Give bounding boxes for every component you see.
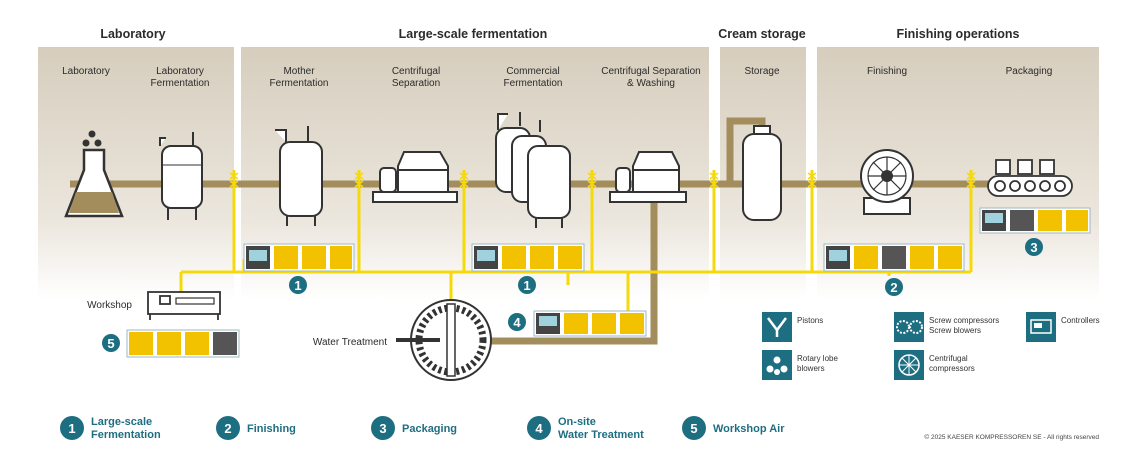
svg-text:1: 1 bbox=[523, 278, 530, 293]
packaging-line-icon bbox=[987, 159, 1073, 197]
legend-rotary-2: blowers bbox=[797, 364, 825, 373]
mother-fermenter-icon bbox=[275, 126, 323, 226]
equipment-group-1a bbox=[243, 243, 355, 272]
stage-packaging: Packaging bbox=[1006, 66, 1053, 77]
svg-text:4: 4 bbox=[535, 421, 543, 436]
centrifuge-separator-icon bbox=[372, 151, 458, 203]
svg-text:3: 3 bbox=[379, 421, 386, 436]
stage-centwash-1: Centrifugal Separation bbox=[601, 66, 701, 77]
workshop-bench-icon bbox=[147, 291, 221, 320]
legend-centrifugal-1: Centrifugal bbox=[929, 354, 968, 363]
stage-storage: Storage bbox=[744, 66, 779, 77]
commercial-fermenter-icon bbox=[495, 112, 571, 228]
svg-text:4: 4 bbox=[513, 315, 521, 330]
legend: Pistons Screw compressors Screw blowers … bbox=[762, 312, 1100, 380]
marker-2: 2 bbox=[885, 278, 903, 296]
stage-centsep-1: Centrifugal bbox=[392, 66, 440, 77]
stage-lab-ferm-2: Fermentation bbox=[151, 78, 210, 89]
stage-commercial-1: Commercial bbox=[506, 66, 559, 77]
svg-text:Large-scale: Large-scale bbox=[91, 416, 152, 428]
stage-lab: Laboratory bbox=[62, 66, 110, 77]
legend-rotary-1: Rotary lobe bbox=[797, 354, 838, 363]
legend-controllers: Controllers bbox=[1061, 316, 1100, 325]
marker-1b: 1 bbox=[518, 276, 536, 294]
header-large-scale: Large-scale fermentation bbox=[399, 27, 548, 41]
stage-lab-ferm-1: Laboratory bbox=[156, 66, 204, 77]
legend-screw-1: Screw compressors bbox=[929, 316, 999, 325]
marker-4: 4 bbox=[508, 313, 526, 331]
equipment-group-4 bbox=[533, 310, 647, 337]
pistons-icon bbox=[762, 312, 792, 342]
svg-text:2: 2 bbox=[890, 280, 897, 295]
header-cream: Cream storage bbox=[718, 27, 806, 41]
storage-tank-icon bbox=[742, 125, 782, 221]
key-item-2: 2 Finishing bbox=[216, 416, 296, 440]
equipment-group-5 bbox=[126, 329, 240, 358]
svg-text:2: 2 bbox=[224, 421, 231, 436]
copyright: © 2025 KAESER KOMPRESSOREN SE - All righ… bbox=[924, 433, 1099, 441]
key-item-3: 3 Packaging bbox=[371, 416, 457, 440]
rotary-lobe-icon bbox=[762, 350, 792, 380]
key-item-4: 4 On-site Water Treatment bbox=[527, 416, 644, 441]
water-treatment-icon bbox=[396, 299, 492, 381]
svg-text:Workshop Air: Workshop Air bbox=[713, 423, 785, 435]
stage-mother-1: Mother bbox=[283, 66, 315, 77]
legend-centrifugal-2: compressors bbox=[929, 364, 975, 373]
svg-text:1: 1 bbox=[294, 278, 301, 293]
svg-text:5: 5 bbox=[107, 336, 114, 351]
svg-text:1: 1 bbox=[68, 421, 75, 436]
svg-text:Fermentation: Fermentation bbox=[91, 429, 161, 441]
svg-text:Water Treatment: Water Treatment bbox=[558, 429, 644, 441]
equipment-group-1b bbox=[471, 243, 585, 272]
stage-centsep-2: Separation bbox=[392, 78, 440, 89]
stage-mother-2: Fermentation bbox=[270, 78, 329, 89]
workshop-label: Workshop bbox=[87, 300, 132, 311]
controller-icon bbox=[1026, 312, 1056, 342]
marker-1a: 1 bbox=[289, 276, 307, 294]
flask-icon bbox=[64, 130, 124, 218]
legend-screw-2: Screw blowers bbox=[929, 326, 981, 335]
svg-text:Finishing: Finishing bbox=[247, 423, 296, 435]
stage-commercial-2: Fermentation bbox=[504, 78, 563, 89]
svg-text:5: 5 bbox=[690, 421, 697, 436]
equipment-group-2 bbox=[823, 243, 965, 272]
centrifugal-compressor-icon bbox=[894, 350, 924, 380]
legend-pistons: Pistons bbox=[797, 316, 823, 325]
stage-centwash-2: & Washing bbox=[627, 78, 675, 89]
lab-fermenter-icon bbox=[159, 132, 203, 220]
air-network bbox=[179, 170, 973, 312]
stage-finishing: Finishing bbox=[867, 66, 907, 77]
header-finishing: Finishing operations bbox=[897, 27, 1020, 41]
finishing-drum-icon bbox=[860, 149, 914, 215]
svg-text:On-site: On-site bbox=[558, 416, 596, 428]
marker-3: 3 bbox=[1025, 238, 1043, 256]
key-item-5: 5 Workshop Air bbox=[682, 416, 785, 440]
svg-text:3: 3 bbox=[1030, 240, 1037, 255]
marker-5: 5 bbox=[102, 334, 120, 352]
key-item-1: 1 Large-scale Fermentation bbox=[60, 416, 161, 441]
centrifuge-washing-icon bbox=[609, 151, 687, 203]
svg-text:Packaging: Packaging bbox=[402, 423, 457, 435]
equipment-group-3 bbox=[979, 207, 1091, 234]
header-laboratory: Laboratory bbox=[100, 27, 165, 41]
water-treatment-label: Water Treatment bbox=[313, 337, 387, 348]
screw-compressor-icon bbox=[894, 312, 924, 342]
